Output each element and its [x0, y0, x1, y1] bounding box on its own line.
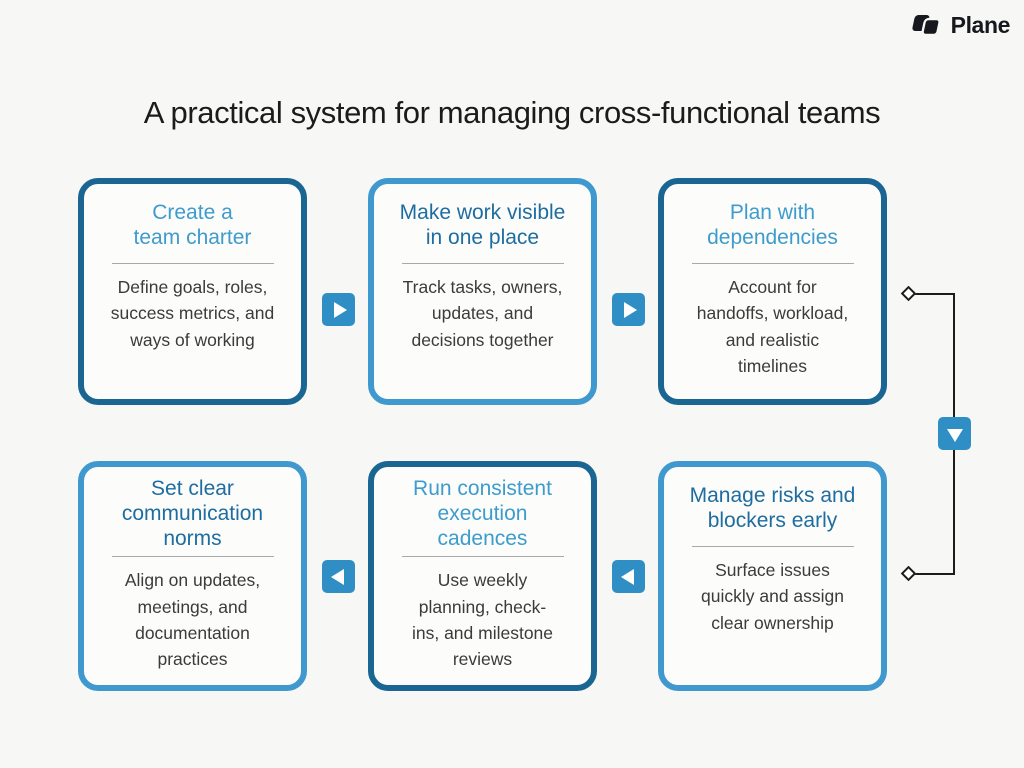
- card-body: Align on updates, meetings, and document…: [124, 570, 261, 670]
- card-title: Plan with dependencies: [707, 201, 838, 249]
- arrow-left-icon: [612, 560, 645, 593]
- card-dependencies: Plan with dependencies Account for hando…: [658, 178, 887, 405]
- arrow-right-icon: [612, 293, 645, 326]
- card-title: Run consistent execution cadences: [413, 477, 552, 550]
- card-work-visible: Make work visible in one place Track tas…: [368, 178, 597, 405]
- arrow-down-icon: [938, 417, 971, 450]
- card-title: Set clear communication norms: [121, 477, 264, 550]
- plane-logo-icon: [912, 15, 941, 37]
- card-risks-blockers: Manage risks and blockers early Surface …: [658, 461, 887, 691]
- card-title-wrap: Make work visible in one place: [383, 194, 582, 258]
- arrow-down-glyph: [946, 428, 963, 442]
- card-body: Surface issues quickly and assign clear …: [701, 560, 844, 633]
- brand-name: Plane: [950, 11, 1011, 38]
- card-divider: [691, 263, 854, 264]
- card-divider: [691, 546, 854, 547]
- arrow-left-icon: [322, 560, 355, 593]
- connector-endpoint-icon: [900, 285, 917, 302]
- card-body: Track tasks, owners, updates, and decisi…: [402, 277, 563, 350]
- plane-logo: Plane: [909, 11, 1010, 39]
- card-communication-norms: Set clear communication norms Align on u…: [78, 461, 307, 691]
- card-divider: [111, 263, 274, 264]
- card-title-wrap: Create a team charter: [93, 194, 292, 258]
- card-divider: [401, 263, 564, 264]
- card-divider: [401, 556, 564, 558]
- card-execution-cadences: Run consistent execution cadences Use we…: [368, 461, 597, 691]
- arrow-left-glyph: [620, 568, 634, 585]
- card-team-charter: Create a team charter Define goals, role…: [78, 178, 307, 405]
- card-title-wrap: Run consistent execution cadences: [383, 477, 582, 551]
- card-title-wrap: Manage risks and blockers early: [673, 477, 872, 541]
- arrow-right-glyph: [623, 301, 637, 318]
- connector-line-bottom: [909, 573, 955, 575]
- card-body: Account for handoffs, workload, and real…: [696, 277, 849, 376]
- card-title: Create a team charter: [133, 201, 252, 249]
- card-title-wrap: Set clear communication norms: [93, 477, 292, 551]
- card-divider: [111, 556, 274, 558]
- card-title: Manage risks and blockers early: [689, 484, 856, 532]
- arrow-left-glyph: [330, 568, 344, 585]
- card-body: Define goals, roles, success metrics, an…: [110, 277, 275, 350]
- connector-endpoint-icon: [900, 565, 917, 582]
- arrow-right-glyph: [333, 301, 347, 318]
- card-body: Use weekly planning, check- ins, and mil…: [411, 570, 554, 670]
- arrow-right-icon: [322, 293, 355, 326]
- card-title: Make work visible in one place: [399, 201, 566, 249]
- connector-line-top: [909, 293, 955, 295]
- card-title-wrap: Plan with dependencies: [673, 194, 872, 258]
- page-title: A practical system for managing cross-fu…: [143, 95, 881, 130]
